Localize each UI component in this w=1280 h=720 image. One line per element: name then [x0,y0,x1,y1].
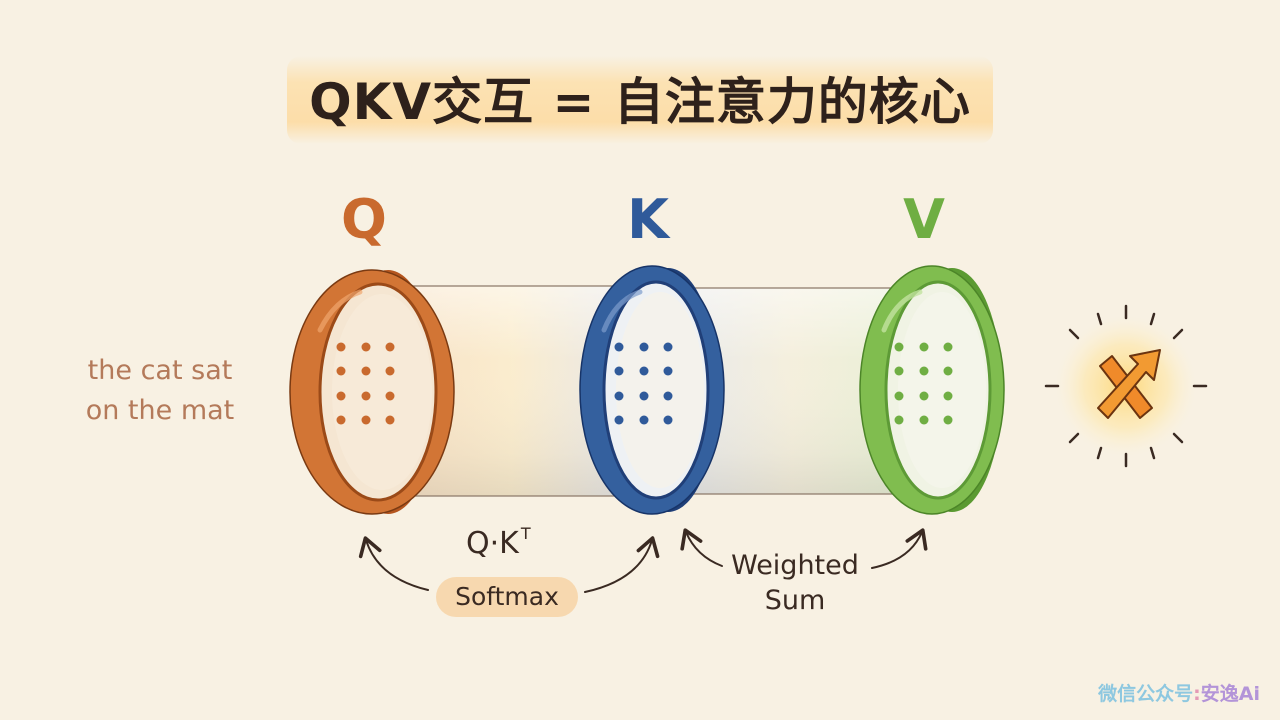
weighted-sum-line-2: Sum [764,585,826,616]
softmax-badge: Softmax [436,577,578,617]
ring-v [859,265,1005,515]
crossed-arrows-icon [1044,304,1208,468]
tube-segment-kv [652,287,932,495]
input-text-line-1: the cat sat [87,355,233,386]
dot-grid-v [894,342,953,425]
page-title: QKV交互 = 自注意力的核心 [287,56,993,144]
ring-k [579,265,725,515]
dot-grid-k [614,342,673,425]
input-text-line-2: on the mat [85,395,235,426]
arrow-softmax-to-k [584,536,660,593]
formula-superscript: T [520,524,531,543]
watermark-separator: : [1193,683,1201,705]
label-q: Q [341,188,387,251]
arrow-softmax-to-q [358,536,429,591]
watermark: 微信公众号:安逸Ai [1098,679,1260,706]
title-area: QKV交互 = 自注意力的核心 [0,56,1280,144]
watermark-prefix: 微信公众号 [1098,683,1194,705]
arrow-weighted-sum-to-k [680,528,723,567]
watermark-name: 安逸Ai [1200,683,1260,705]
label-k: K [627,188,669,251]
formula-base: Q·K [466,526,519,561]
arrow-weighted-sum-to-v [871,528,928,569]
dot-grid-q [336,342,395,425]
ring-q [289,269,455,515]
label-v: V [903,188,945,251]
weighted-sum-line-1: Weighted [731,550,859,581]
